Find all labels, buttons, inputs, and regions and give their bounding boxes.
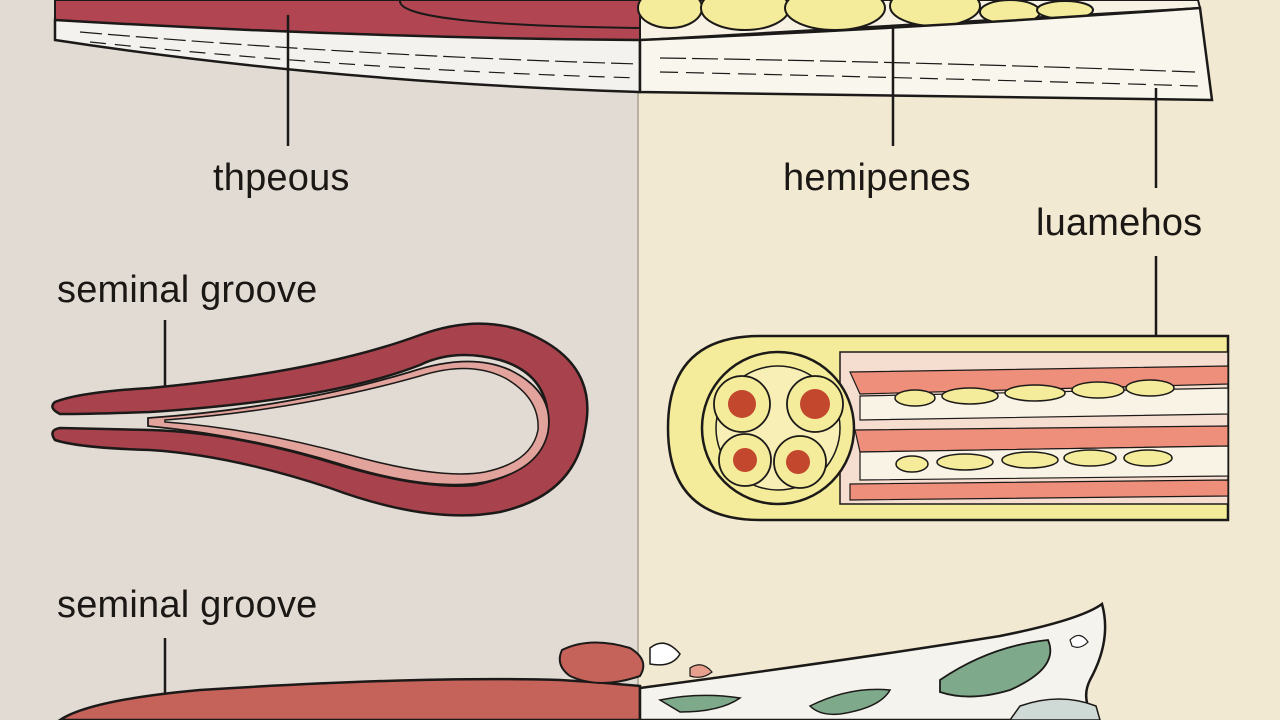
label-luamehos: luamehos: [1036, 202, 1203, 244]
label-hemipenes: hemipenes: [783, 157, 971, 199]
top-muscle-strip: [53, 0, 642, 94]
bottom-tissue-wedge: [638, 601, 1107, 720]
label-thpeous: thpeous: [213, 157, 350, 199]
label-seminal-groove-bottom: seminal groove: [57, 584, 318, 626]
tube-cross-section: [666, 334, 1230, 522]
label-seminal-groove-top: seminal groove: [57, 269, 318, 311]
top-fat-strip: [637, 0, 1214, 102]
bottom-muscle: [57, 641, 645, 720]
folded-muscle-loop: [51, 322, 589, 517]
